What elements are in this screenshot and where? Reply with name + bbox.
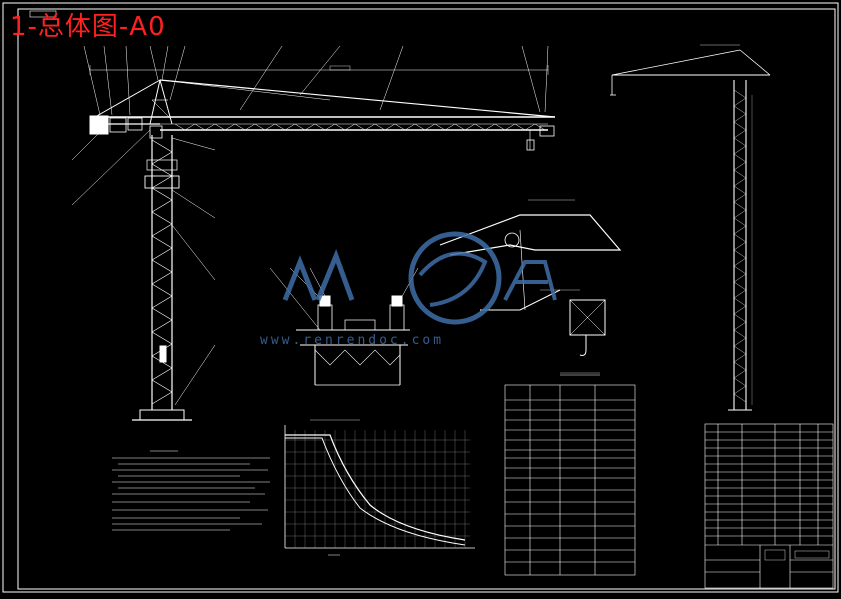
title-block bbox=[704, 423, 834, 589]
watermark-logo bbox=[282, 231, 557, 325]
load-curve-chart bbox=[284, 419, 475, 556]
inner-border bbox=[17, 8, 836, 590]
crane-elevation bbox=[71, 45, 556, 421]
parameters-table bbox=[504, 374, 636, 576]
technical-notes bbox=[112, 450, 270, 531]
side-elevation bbox=[610, 44, 771, 411]
drawing-code-box bbox=[29, 10, 57, 18]
drawing-title: 1-总体图-A0 bbox=[10, 12, 166, 42]
reeving-diagram bbox=[439, 199, 622, 374]
watermark-text: www.renrendoc.com bbox=[260, 333, 445, 348]
